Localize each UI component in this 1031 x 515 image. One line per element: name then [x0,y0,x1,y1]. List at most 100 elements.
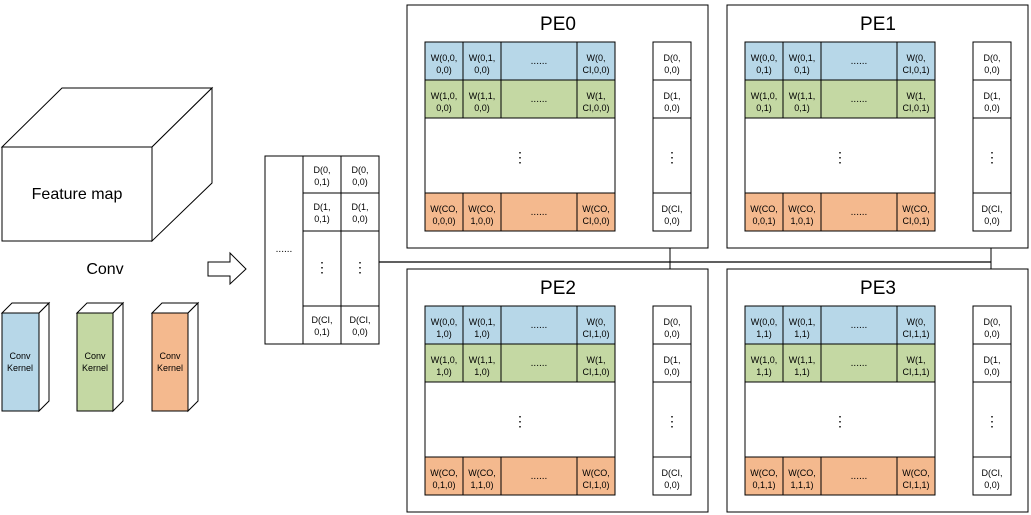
weight-cell-r1-c1-line2: 1,0) [474,367,490,377]
pe-panel-3: PE3W(0,0,1,1)W(0,1,1,1)W(0,CI,1,1)......… [726,268,1029,513]
weight-cell-r1-c1-line1: W(1,1, [469,355,496,365]
buffer-cell-c1-r1-line2: 0,1) [314,214,330,224]
weight-cell-r2-c2-line2: CI,1,0) [582,480,609,490]
data-vdots: ⋮ [665,413,679,429]
weight-cell-r0-c0-line2: 0,0) [436,65,452,75]
data-vdots: ⋮ [985,149,999,165]
data-cell-0-line2: 0,0) [664,329,680,339]
weight-cell-r1-c1-line1: W(1,1, [789,355,816,365]
weight-cell-r1-c1-line2: 1,1) [794,367,810,377]
buffer-cell-c2-r2-line2: 0,0) [352,327,368,337]
weight-cell-r0-c2-line1: W(0, [587,53,606,63]
weight-cell-r0-c0-line1: W(0,0, [751,53,778,63]
weight-cell-r0-c2-line2: CI,0,1) [902,65,929,75]
weight-row-1 [744,79,936,119]
weight-cell-r1-c0-line2: 1,1) [756,367,772,377]
weight-cell-r1-c0-line2: 1,0) [436,367,452,377]
weight-vdots: ⋮ [513,413,527,429]
weight-cell-r1-c1-line2: 0,0) [474,103,490,113]
data-cell-0-line2: 0,0) [664,65,680,75]
data-cell-2-line1: D(CI, [982,204,1003,214]
weight-row-0 [424,305,616,345]
feature-map-label: Feature map [32,186,123,203]
weight-row-ellipsis: ...... [531,207,548,218]
weight-cell-r0-c1-line2: 1,1) [794,329,810,339]
pe-panel-2: PE2W(0,0,1,0)W(0,1,1,0)W(0,CI,1,0)......… [406,268,709,513]
weight-cell-r0-c1-line2: 0,1) [794,65,810,75]
weight-cell-r0-c2-line1: W(0, [907,317,926,327]
weight-cell-r2-c2-line1: W(CO, [902,468,930,478]
input-buffer: ...... ⋮ ⋮ D(0,0,1)D(1,0,1)D(CI,0,1)D(0,… [264,155,380,345]
conv-kernel-2-face [76,312,114,412]
data-cell-0-line1: D(0, [983,53,1000,63]
weight-row-ellipsis: ...... [531,358,548,369]
data-cell-1-line1: D(1, [663,355,680,365]
conv-kernel-3-face [151,312,189,412]
buffer-cell-c2-r0-line2: 0,0) [352,177,368,187]
conv-label: Conv [86,261,123,278]
weight-cell-r2-c2-line2: CI,1,1) [902,480,929,490]
pe-title: PE0 [540,14,576,35]
data-cell-2-line2: 0,0) [664,216,680,226]
weight-cell-r2-c2-line1: W(CO, [582,468,610,478]
weight-row-ellipsis: ...... [851,320,868,331]
weight-row-1 [744,343,936,383]
pe-title: PE1 [860,14,896,35]
data-cell-0-line1: D(0, [663,53,680,63]
weight-cell-r1-c2-line2: CI,0,1) [902,103,929,113]
buffer-cell-c1-r1-line1: D(1, [313,202,330,212]
pe-title: PE2 [540,278,576,299]
weight-cell-r1-c2-line1: W(1, [587,91,606,101]
pe-panel-1: PE1W(0,0,0,1)W(0,1,0,1)W(0,CI,0,1)......… [726,4,1029,249]
weight-row-ellipsis: ...... [851,94,868,105]
data-cell-2-line2: 0,0) [984,216,1000,226]
weight-cell-r1-c0-line1: W(1,0, [751,91,778,101]
weight-cell-r2-c0-line2: 0,0,0) [432,216,455,226]
conv-kernel-1-label-line2: Kernel [7,363,33,373]
weight-cell-r1-c1-line1: W(1,1, [789,91,816,101]
data-cell-1-line1: D(1, [663,91,680,101]
flow-arrow-icon [207,251,247,286]
weight-cell-r2-c2-line1: W(CO, [582,204,610,214]
weight-row-ellipsis: ...... [851,207,868,218]
buffer-cell-c2-r1-line1: D(1, [351,202,368,212]
weight-cell-r1-c0-line2: 0,0) [436,103,452,113]
weight-row-ellipsis: ...... [531,94,548,105]
weight-cell-r1-c0-line1: W(1,0, [431,91,458,101]
weight-cell-r1-c2-line1: W(1, [587,355,606,365]
conv-kernel-2-label-line1: Conv [84,351,106,361]
weight-row-0 [744,41,936,81]
data-cell-2-line2: 0,0) [664,480,680,490]
buffer-col1-vdots: ⋮ [315,259,329,275]
weight-cell-r0-c1-line1: W(0,1, [469,317,496,327]
weight-cell-r2-c1-line2: 1,0,0) [470,216,493,226]
weight-row-1 [424,343,616,383]
conv-kernel-1: Conv Kernel [0,301,51,413]
conv-kernel-1-face [1,312,40,412]
data-column [652,305,692,496]
weight-cell-r0-c0-line1: W(0,0, [431,53,458,63]
data-cell-0-line2: 0,0) [984,65,1000,75]
weight-cell-r2-c1-line1: W(CO, [468,468,496,478]
weight-cell-r0-c1-line1: W(0,1, [789,53,816,63]
weight-cell-r2-c0-line2: 0,1,0) [432,480,455,490]
weight-cell-r2-c1-line1: W(CO, [468,204,496,214]
weight-cell-r0-c0-line1: W(0,0, [751,317,778,327]
data-vdots: ⋮ [665,149,679,165]
weight-cell-r2-c1-line2: 1,1,1) [790,480,813,490]
weight-cell-r1-c1-line2: 0,1) [794,103,810,113]
weight-cell-r0-c1-line2: 1,0) [474,329,490,339]
buffer-col2-vdots: ⋮ [353,259,367,275]
data-column [972,305,1012,496]
weight-cell-r2-c1-line2: 1,1,0) [470,480,493,490]
data-cell-2-line2: 0,0) [984,480,1000,490]
data-column [652,41,692,232]
weight-cell-r0-c0-line2: 1,1) [756,329,772,339]
weight-cell-r2-c0-line1: W(CO, [430,468,458,478]
weight-cell-r1-c0-line1: W(1,0, [431,355,458,365]
weight-cell-r1-c2-line1: W(1, [907,355,926,365]
data-cell-2-line1: D(CI, [982,468,1003,478]
pe-title: PE3 [860,278,896,299]
